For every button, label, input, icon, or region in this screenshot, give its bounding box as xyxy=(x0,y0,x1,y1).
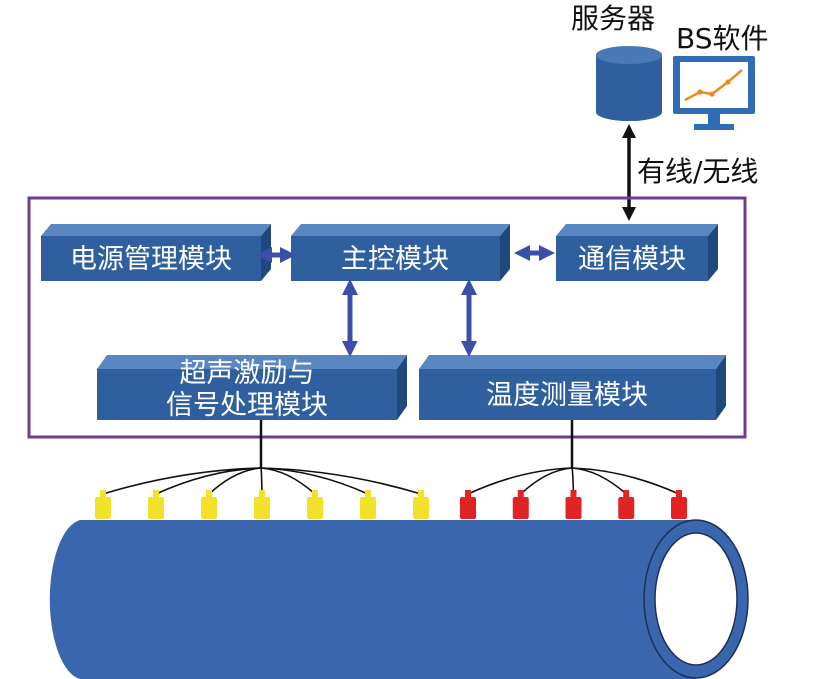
ultrasonic-sensor xyxy=(254,490,270,519)
temperature-wire xyxy=(467,467,573,495)
link-label: 有线/无线 xyxy=(637,155,758,188)
temperature-sensor xyxy=(460,490,476,519)
server-icon xyxy=(596,46,662,121)
ultrasonic-wire xyxy=(260,467,422,495)
ultrasonic-sensor xyxy=(95,490,111,519)
ultrasonic-wire xyxy=(155,467,262,495)
software-label: BS软件 xyxy=(676,22,769,55)
comm-module-box: 通信模块 xyxy=(556,224,718,281)
ultrasonic-wire xyxy=(260,467,316,495)
ultrasonic-module-label-line1: 超声激励与 xyxy=(180,358,315,389)
monitor-chart-icon xyxy=(673,56,755,130)
temperature-sensor xyxy=(671,490,687,519)
power-module-label: 电源管理模块 xyxy=(70,244,232,275)
ultrasonic-wire xyxy=(208,467,262,495)
temperature-sensor xyxy=(618,490,635,519)
ultrasonic-sensor xyxy=(307,490,323,519)
temperature-wire xyxy=(520,467,573,495)
main-module-label: 主控模块 xyxy=(341,244,449,275)
temperature-wire xyxy=(571,467,627,495)
sensor-wires xyxy=(102,420,680,495)
sensor-group xyxy=(95,490,687,519)
pipe xyxy=(49,519,749,679)
temperature-sensor xyxy=(565,490,582,519)
ultrasonic-sensor xyxy=(413,490,429,519)
ultrasonic-wire xyxy=(102,467,262,495)
temperature-module-box: 温度测量模块 xyxy=(419,355,726,420)
ultrasonic-sensor xyxy=(148,490,164,519)
ultrasonic-sensor xyxy=(201,490,217,519)
ultrasonic-sensor xyxy=(360,490,376,519)
controller-frame xyxy=(27,196,747,439)
main-module-box: 主控模块 xyxy=(291,224,510,281)
temperature-module-label: 温度测量模块 xyxy=(486,380,648,411)
power-module-box: 电源管理模块 xyxy=(41,224,271,281)
server-label: 服务器 xyxy=(571,2,655,35)
ultrasonic-module-label-line2: 信号处理模块 xyxy=(166,390,328,421)
temperature-wire xyxy=(571,467,680,495)
ultrasonic-module-box: 超声激励与 信号处理模块 xyxy=(97,355,407,421)
comm-module-label: 通信模块 xyxy=(578,244,686,275)
temperature-sensor xyxy=(512,490,529,519)
